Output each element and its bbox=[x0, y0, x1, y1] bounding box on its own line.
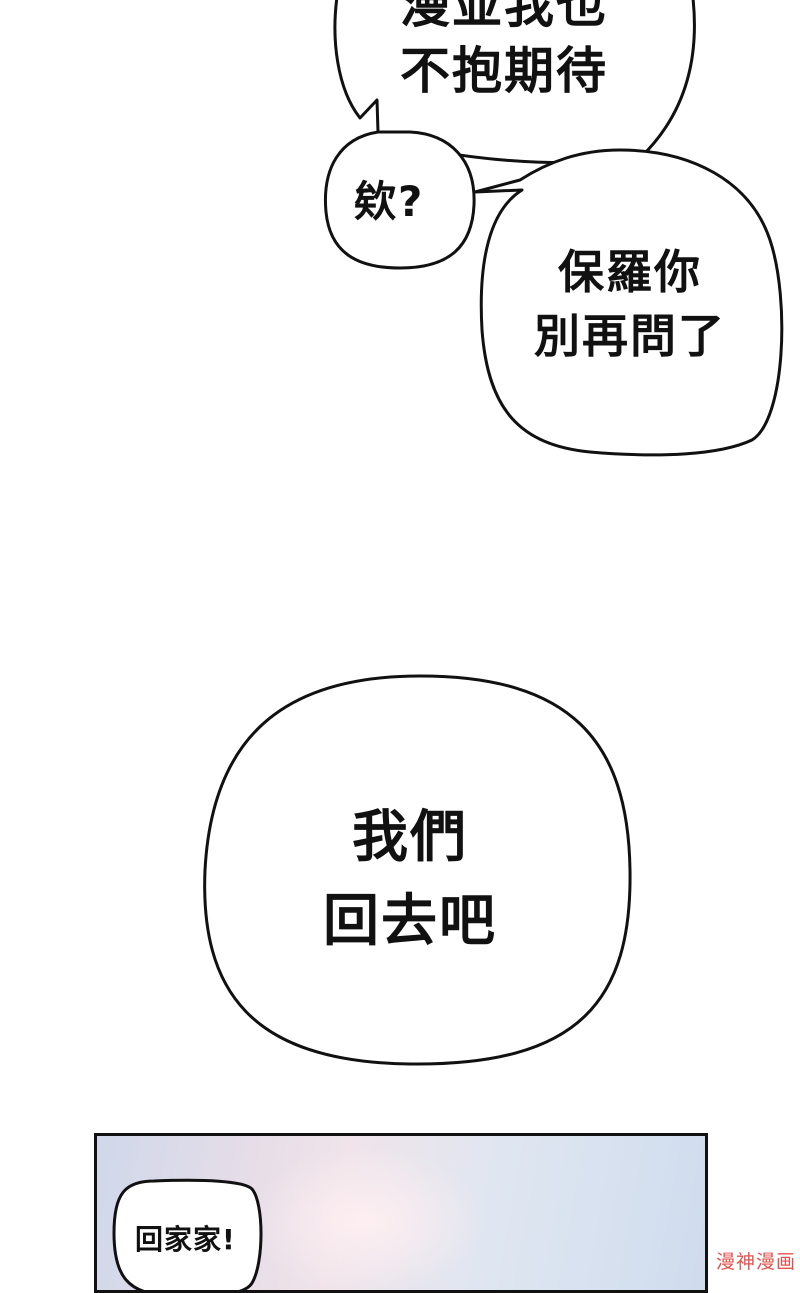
panel-bubble-text: 回家家! bbox=[135, 1223, 236, 1256]
bubble-big-line-1: 我們 bbox=[352, 805, 468, 870]
bubble-paul-text: 保羅你 別再問了 bbox=[520, 240, 740, 368]
comic-panel-sky: 回家家! bbox=[94, 1133, 708, 1293]
speech-bubble-small bbox=[323, 130, 476, 270]
speech-bubble-paul bbox=[473, 148, 784, 457]
bubble-paul-line-2: 別再問了 bbox=[534, 309, 726, 363]
speech-bubble-big bbox=[203, 674, 632, 1066]
panel-sky-glow bbox=[247, 1146, 487, 1290]
panel-speech-bubble bbox=[112, 1178, 263, 1290]
bubble-top-line-2: 不抱期待 bbox=[400, 42, 608, 100]
bubble-big-line-2: 回去吧 bbox=[323, 889, 497, 954]
bubble-big-text: 我們 回去吧 bbox=[300, 796, 520, 964]
bubble-small-text: 欸? bbox=[354, 177, 425, 226]
bubble-top-text: 漫並我也 不抱期待 bbox=[400, 0, 608, 104]
watermark-text: 漫神漫画 bbox=[715, 1251, 796, 1273]
bubble-paul-line-1: 保羅你 bbox=[558, 245, 702, 299]
speech-bubble-top bbox=[333, 0, 696, 165]
bubble-top-line-1: 漫並我也 bbox=[400, 0, 608, 34]
